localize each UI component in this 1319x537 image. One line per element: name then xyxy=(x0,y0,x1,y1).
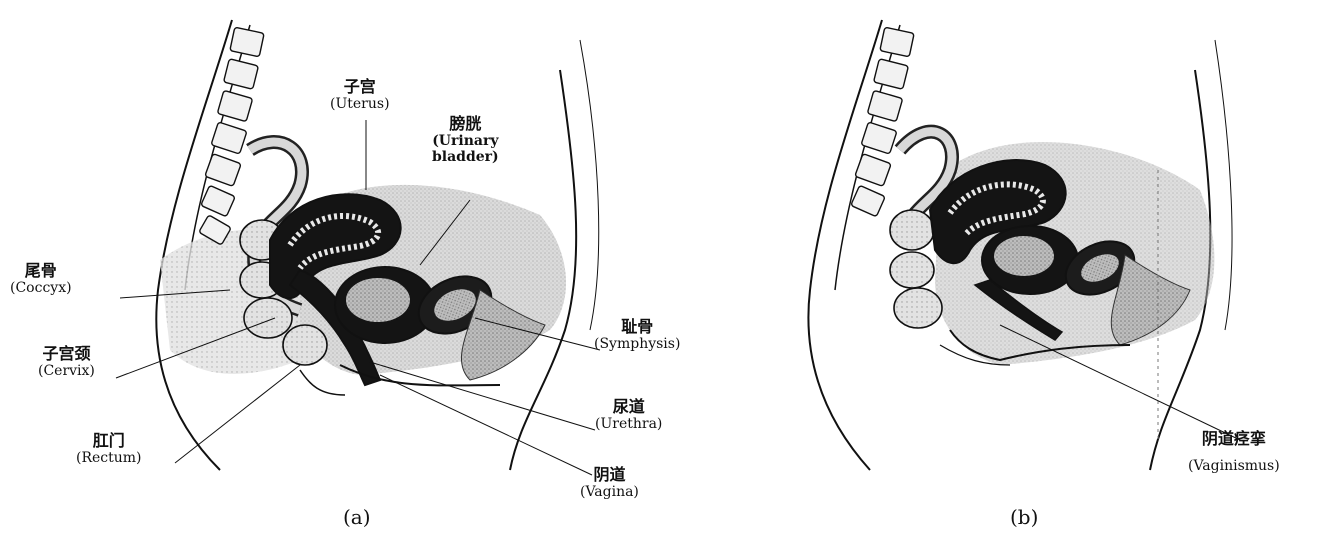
label-symphysis: 耻骨 (Symphysis) xyxy=(594,318,680,352)
label-uterus: 子宫 (Uterus) xyxy=(330,78,390,112)
bladder-b xyxy=(982,226,1078,294)
label-coccyx: 尾骨 (Coccyx) xyxy=(10,262,72,296)
caption-a: (a) xyxy=(343,505,371,529)
caption-b: (b) xyxy=(1010,505,1038,529)
label-vagina: 阴道 (Vagina) xyxy=(580,466,639,500)
label-rectum: 肛门 (Rectum) xyxy=(76,432,142,466)
label-cervix: 子宫颈 (Cervix) xyxy=(38,345,95,379)
sacrum-vertebrae xyxy=(199,27,264,245)
label-urethra: 尿道 (Urethra) xyxy=(595,398,662,432)
label-urinary-bladder: 膀胱 (Urinary bladder) xyxy=(432,115,499,166)
label-vaginismus: 阴道痉挛 (Vaginismus) xyxy=(1188,430,1280,474)
